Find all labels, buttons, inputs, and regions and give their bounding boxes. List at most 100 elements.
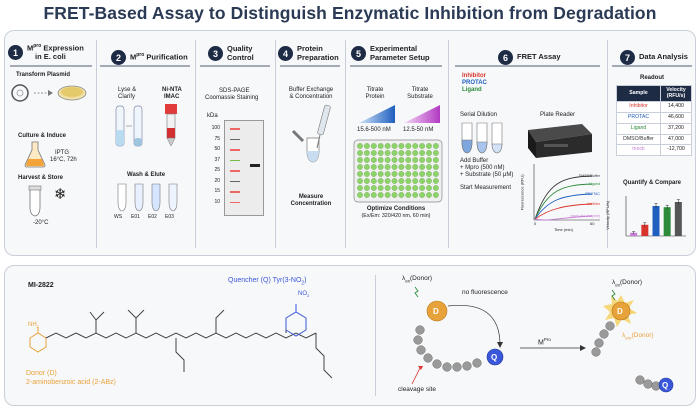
column-divider [96,40,97,248]
gel-marker-band [230,191,240,193]
col-sample: Sample [616,84,661,103]
plate-well [405,171,412,177]
plate-well [357,157,363,163]
plate-well [398,143,405,149]
plate-well [426,178,432,184]
step-badge: 6 [498,50,513,65]
gel-marker-band [230,149,240,151]
snowflake-icon: ❄ [54,186,67,203]
plate-well [412,178,419,184]
donor-bead-left: D [433,307,439,316]
donor-label: Donor (D) [26,370,57,377]
peptide-bead [442,362,452,372]
plate-well [377,143,384,149]
plate-well [377,150,384,156]
plate-well [370,164,377,170]
ni-nta-label: Ni-NTA [162,87,182,93]
step-2-header: 2 Mpro Purification [111,50,188,65]
plate-well [405,150,412,156]
imac-label: IMAC [164,94,180,100]
arrow-head [418,366,423,370]
fraction-label: E01 [131,214,140,220]
plate-well [384,178,391,184]
plate-well [412,157,419,163]
measure-label: Measure [298,194,324,200]
serial-dilution-label: Serial Dilution [460,112,498,118]
kinetics-x0: 0 [534,221,537,226]
col-velocity: Velocity(RFU/s) [659,84,693,103]
plate-well [433,178,439,184]
donor-sphere [426,300,448,322]
plate-well [391,164,398,170]
concentration-label: & Concentration [289,94,333,100]
step-3-header: 3 Quality Control [208,44,269,62]
plate-well [364,164,370,170]
plate-well [391,143,398,149]
step-6-header: 6 FRET Assay [498,50,561,65]
plate-well [419,185,425,191]
kinetics-curve-label: PROTAC [585,192,600,196]
plate-well [419,178,425,184]
plate-well [426,185,432,191]
protease-label: MPro [538,337,551,347]
gel-image [224,120,264,216]
add-substrate-label: + Substrate (50 μM) [460,172,514,178]
column-divider [275,40,276,248]
plate-well [412,150,419,156]
plate-well [357,150,363,156]
plate-well [384,171,391,177]
dilution-tubes-icon [461,122,503,154]
plate-well [433,185,439,191]
kda-label: kDa [207,113,218,119]
peptide-bead [472,358,482,368]
measure-concentration-label: Concentration [290,201,332,207]
plate-well [426,192,432,198]
plate-well [433,143,439,149]
plate-well [412,192,419,198]
fraction-label: WS [114,214,123,220]
plate-well [370,192,377,198]
plate-well [426,150,432,156]
readout-title: Readout [640,75,664,81]
plate-well [377,192,384,198]
plate-well [419,157,425,163]
plate-well [384,185,391,191]
kinetics-x1: 60 [590,221,595,226]
plate-well [370,171,377,177]
plate-well [391,185,398,191]
legend-inhibitor: Inhibitor [462,73,486,79]
plate-well [405,164,412,170]
gel-marker-label: 75 [214,135,220,142]
plate-well [370,178,377,184]
flask-icon [24,141,46,168]
plate-well [370,185,377,191]
step-label: Quality Control [227,44,254,62]
plate-well [377,178,384,184]
add-mpro-label: + Mpro (500 nM) [460,165,505,171]
plate-well [370,150,377,156]
gel-marker-band [230,128,240,130]
plate-well [405,143,412,149]
panel-divider [375,275,376,396]
plate-well [384,164,391,170]
plate-reader-label: Plate Reader [540,112,576,118]
add-buffer-label: Add Buffer [460,158,489,164]
step-badge: 2 [111,50,126,65]
imac-column-icon [165,104,177,147]
column-divider [195,40,196,248]
start-measurement-label: Start Measurement [460,185,512,191]
culture-label: Culture & Induce [18,133,67,139]
kinetics-curve-label: DMSO/Buffer [579,174,601,178]
plate-well [398,192,405,198]
lightning-icon [414,286,419,298]
plasmid-to-plate-icon [11,84,87,102]
legend-ligand: Ligand [462,87,482,93]
peptide-bead [591,347,601,357]
column-divider [345,40,346,248]
gel-subtitle: Coomassie Staining [205,95,259,101]
